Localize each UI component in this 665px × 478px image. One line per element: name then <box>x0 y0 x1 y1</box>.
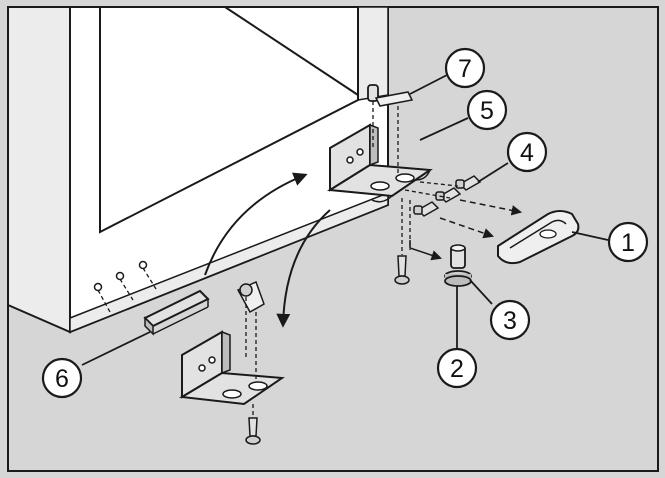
leader-7 <box>409 74 448 95</box>
callout-circle <box>41 357 83 399</box>
door-reflection-line <box>224 6 359 96</box>
leader-4 <box>477 162 509 183</box>
bracket-slot <box>370 181 390 191</box>
lower-screw-part <box>394 198 410 285</box>
door-panel <box>99 6 359 234</box>
door-stop <box>497 210 580 265</box>
mount-hole <box>138 260 148 270</box>
cabinet-bottom-strip <box>69 191 389 334</box>
callout-circle <box>489 299 531 341</box>
bracket-side-flange <box>221 330 231 375</box>
bushing-pin-top <box>450 244 466 252</box>
hinge-pin-part <box>367 84 414 175</box>
mount-hole <box>115 271 125 281</box>
callout-6: 6 <box>41 357 83 399</box>
callout-1: 1 <box>607 221 649 263</box>
screw-guide-line <box>404 189 451 199</box>
bracket-hole <box>198 364 206 372</box>
callout-3: 3 <box>489 299 531 341</box>
callout-circle <box>466 89 508 131</box>
door-stop-part <box>497 210 580 265</box>
leader-3 <box>469 279 493 305</box>
callout-circle <box>607 221 649 263</box>
screw <box>455 175 482 191</box>
leader-1 <box>571 231 609 241</box>
callout-number: 7 <box>458 55 472 83</box>
leader-6 <box>81 331 151 366</box>
bushing-pin-part <box>409 200 472 287</box>
callout-5: 5 <box>466 89 508 131</box>
remove-arrow <box>459 199 523 216</box>
bracket-side-flange <box>369 123 379 167</box>
callout-7: 7 <box>444 47 486 89</box>
bracket-hole <box>208 356 216 364</box>
cover-strip-part <box>143 289 210 336</box>
callout-number: 5 <box>480 97 494 125</box>
leader-5 <box>419 117 469 141</box>
callout-number: 1 <box>621 229 635 257</box>
screw <box>413 201 440 217</box>
callout-2: 2 <box>436 347 478 389</box>
callout-number: 3 <box>503 307 517 335</box>
mount-hole <box>93 282 103 292</box>
callout-circle <box>436 347 478 389</box>
bracket-slot <box>222 389 242 399</box>
leader-lines <box>81 74 609 366</box>
bracket-slot <box>248 381 268 391</box>
bracket-hole <box>346 156 354 164</box>
screw-guide-line <box>419 181 459 187</box>
bracket-slot <box>395 173 415 183</box>
callout-circle <box>506 131 548 173</box>
appliance-cabinet <box>7 6 389 334</box>
lower-hinge-bracket <box>178 280 285 445</box>
screws-part <box>404 175 482 217</box>
hinge-pin-head <box>239 283 253 297</box>
hinge-pin-plate <box>374 91 414 107</box>
callout-number: 2 <box>450 355 464 383</box>
callout-number: 4 <box>520 139 534 167</box>
callout-4: 4 <box>506 131 548 173</box>
offset-arrow <box>409 240 442 261</box>
upper-hinge-bracket <box>326 123 433 203</box>
bracket-base-plate <box>178 371 285 406</box>
bracket-hole <box>356 148 364 156</box>
cabinet-left-side <box>7 6 71 334</box>
remove-arrow <box>439 217 494 239</box>
move-arrow-down <box>276 209 331 328</box>
callout-number: 6 <box>55 365 69 393</box>
move-arrow-up <box>204 172 308 276</box>
callout-circle <box>444 47 486 89</box>
